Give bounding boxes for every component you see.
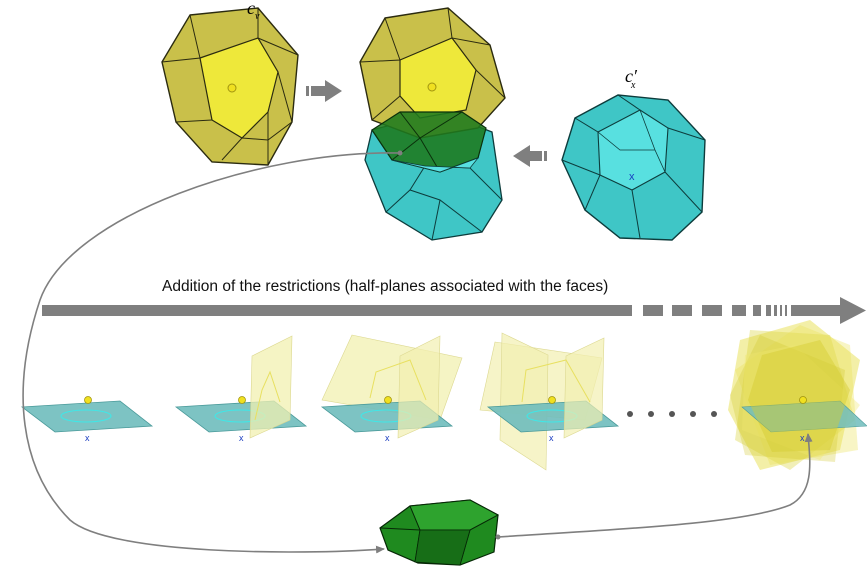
label-cx-prime: c′x [625, 66, 638, 91]
cyan-cell-cx: x [561, 94, 706, 241]
yellow-cell-cv [161, 7, 299, 166]
step-plane-2: x [174, 335, 308, 443]
restrictions-caption: Addition of the restrictions (half-plane… [162, 278, 608, 295]
ellipsis-dots [627, 411, 717, 417]
step-2-x: x [239, 433, 244, 443]
arrow-left-icon [513, 145, 547, 167]
step-many-x: x [800, 433, 805, 443]
step-plane-3: x [320, 334, 463, 443]
connector-overlap-to-result [22, 152, 401, 554]
connector-result-to-limit [497, 433, 813, 538]
point-x-marker: x [629, 171, 635, 183]
green-intersection-cell [379, 499, 500, 566]
progression-arrow [42, 297, 866, 324]
step-1-x: x [85, 433, 90, 443]
step-plane-1: x [20, 396, 154, 443]
combined-cells [359, 7, 506, 241]
arrow-right-icon [306, 80, 342, 102]
label-cv: cv [247, 0, 260, 22]
step-plane-many: x [728, 320, 867, 470]
step-plane-4: x [479, 332, 620, 471]
step-3-x: x [385, 433, 390, 443]
step-4-x: x [549, 433, 554, 443]
